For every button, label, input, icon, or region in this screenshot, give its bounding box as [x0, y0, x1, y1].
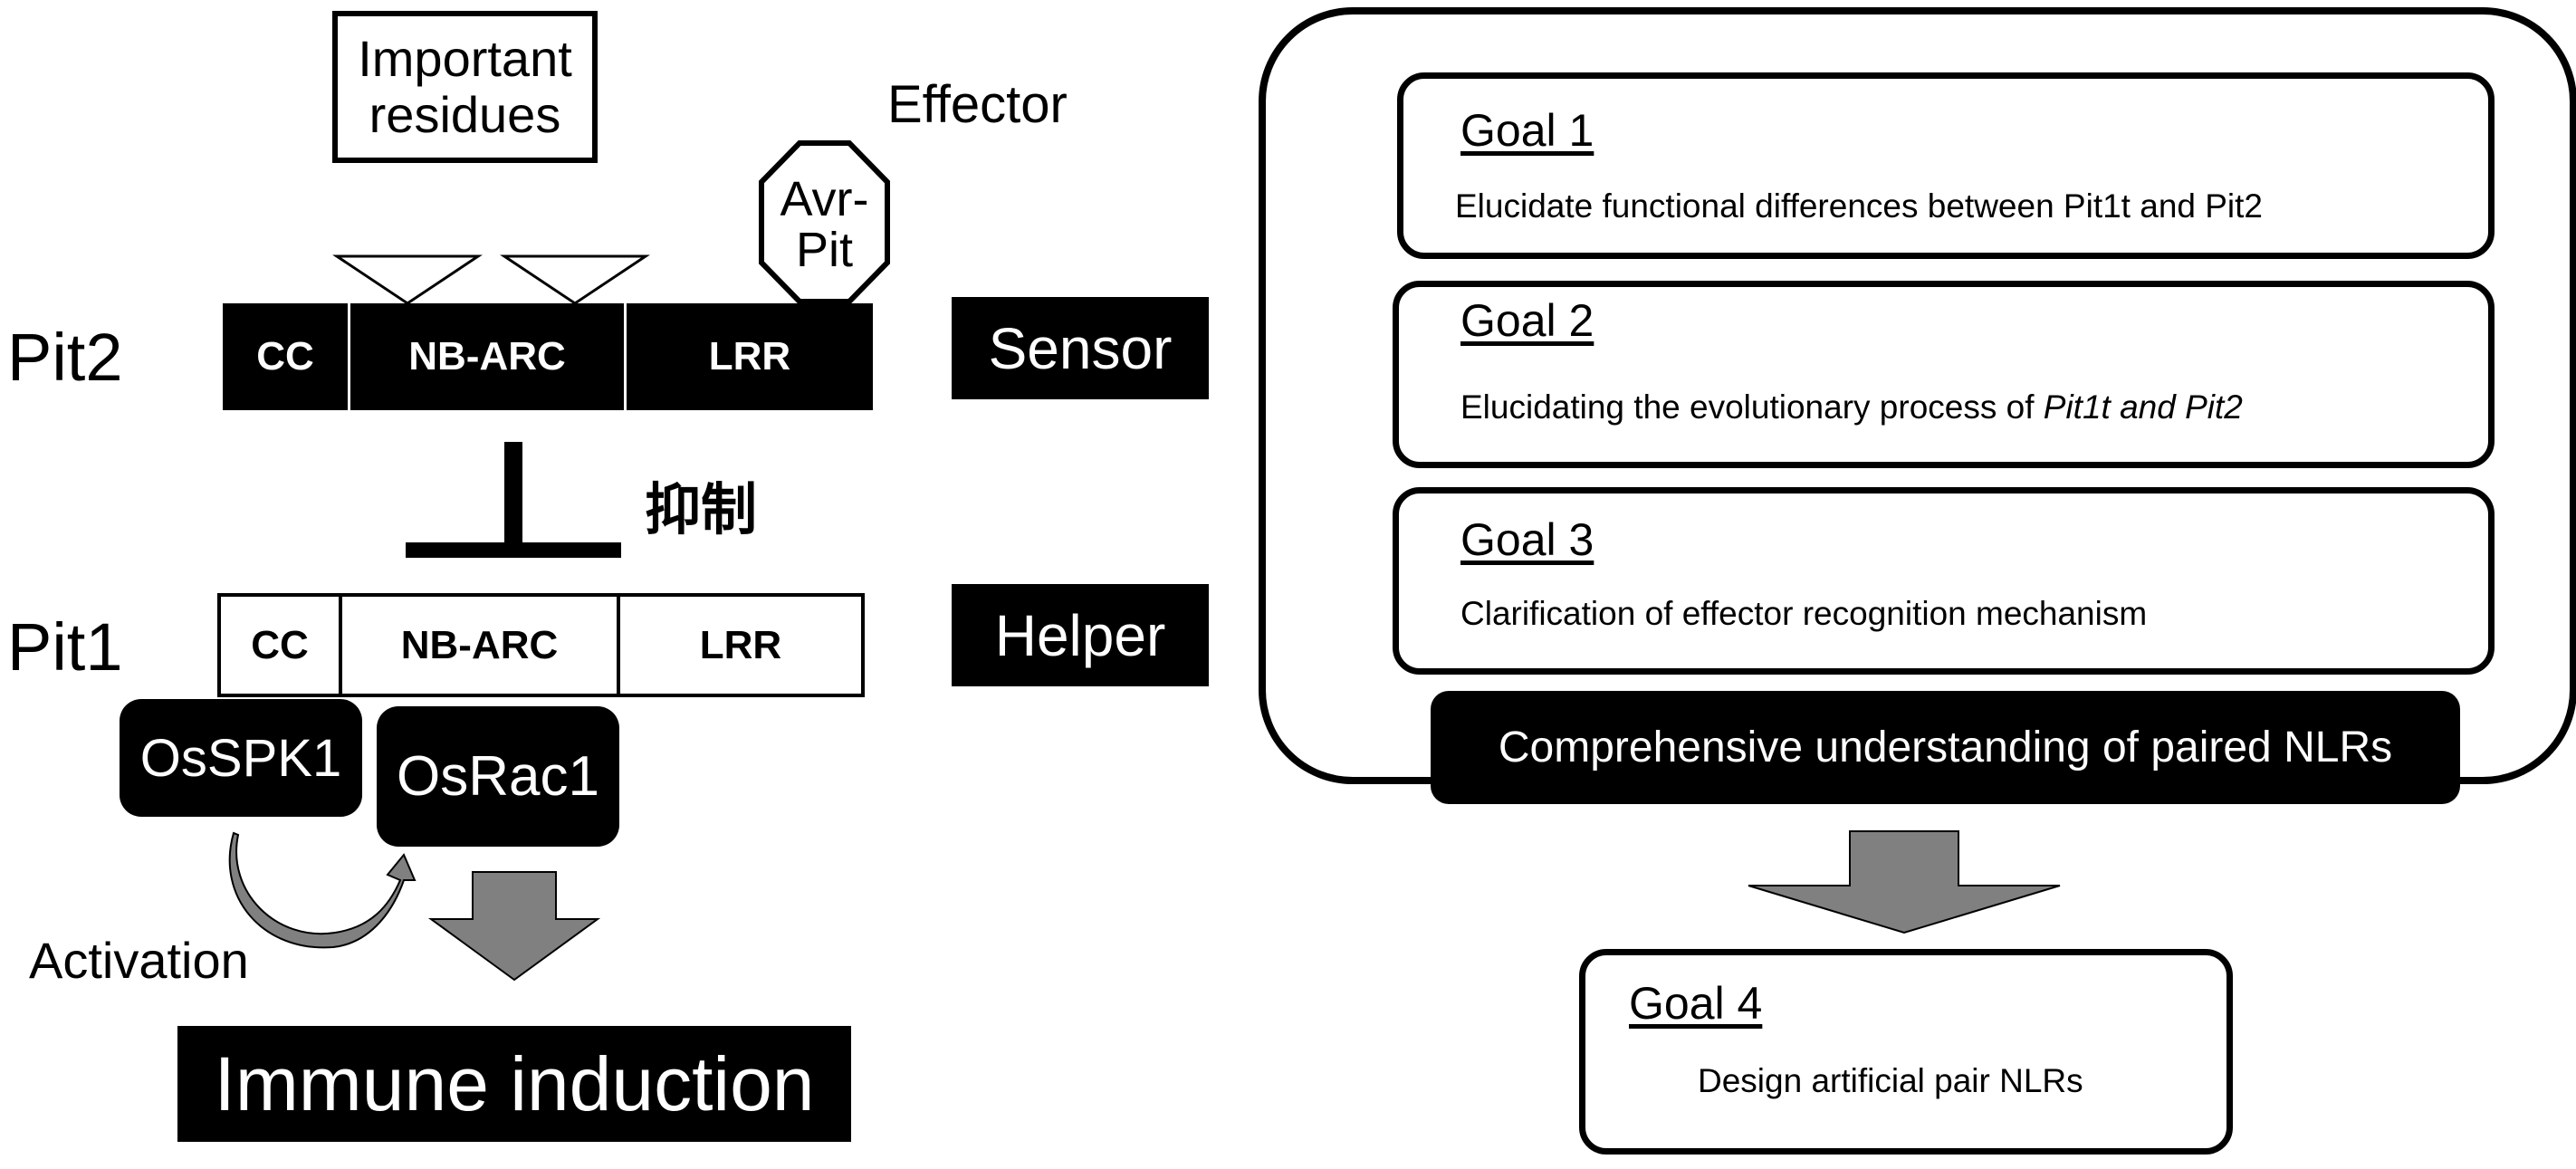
pit1-lrr-domain: LRR [617, 593, 865, 697]
residue-marker-2 [500, 254, 650, 305]
goal-3-desc: Clarification of effector recognition me… [1460, 595, 2148, 632]
goal-3-box: Goal 3 Clarification of effector recogni… [1393, 487, 2495, 675]
goal-2-box: Goal 2 Elucidating the evolutionary proc… [1393, 281, 2495, 468]
goal4-down-arrow [1748, 830, 2061, 934]
goal-2-desc-text: Elucidating the evolutionary process of [1460, 388, 2044, 426]
immune-down-arrow [427, 871, 601, 982]
activation-label: Activation [29, 932, 249, 989]
important-residues-box: Important residues [332, 11, 598, 163]
goal-2-title: Goal 2 [1460, 295, 1594, 346]
pit2-lrr-domain: LRR [627, 303, 873, 410]
important-residues-label: Important residues [358, 30, 572, 143]
osrac1-box: OsRac1 [377, 706, 619, 847]
goal-3-title: Goal 3 [1460, 514, 1594, 565]
inhibition-stem [504, 442, 522, 558]
sensor-badge: Sensor [952, 297, 1209, 399]
avr-pit-label: Avr- Pit [780, 172, 869, 277]
avr-pit-octagon [759, 140, 890, 304]
pit1-nbarc-domain: NB-ARC [339, 593, 620, 697]
osspk1-box: OsSPK1 [120, 699, 362, 817]
goal-2-desc-italic: Pit1t and Pit2 [2043, 388, 2243, 426]
pit1-label: Pit1 [7, 609, 123, 685]
residue-marker-1 [332, 254, 483, 305]
goal-4-title: Goal 4 [1629, 978, 1763, 1029]
summary-banner: Comprehensive understanding of paired NL… [1431, 691, 2460, 804]
inhibition-bar [406, 542, 621, 558]
goal-1-title: Goal 1 [1460, 105, 1594, 156]
inhibition-label: 抑制 [645, 476, 758, 542]
pit2-cc-domain: CC [223, 303, 348, 410]
pit2-nbarc-domain: NB-ARC [350, 303, 624, 410]
goal-4-desc: Design artificial pair NLRs [1698, 1062, 2083, 1099]
goal-1-box: Goal 1 Elucidate functional differences … [1397, 72, 2495, 259]
helper-badge: Helper [952, 584, 1209, 686]
pit1-cc-domain: CC [217, 593, 342, 697]
activation-arrow [228, 831, 417, 949]
goal-1-desc: Elucidate functional differences between… [1455, 187, 2264, 225]
goal-2-desc: Elucidating the evolutionary process of … [1460, 388, 2243, 426]
goal-4-box: Goal 4 Design artificial pair NLRs [1579, 949, 2233, 1155]
effector-label: Effector [887, 75, 1068, 134]
immune-induction-box: Immune induction [177, 1026, 851, 1142]
pit2-label: Pit2 [7, 320, 123, 395]
